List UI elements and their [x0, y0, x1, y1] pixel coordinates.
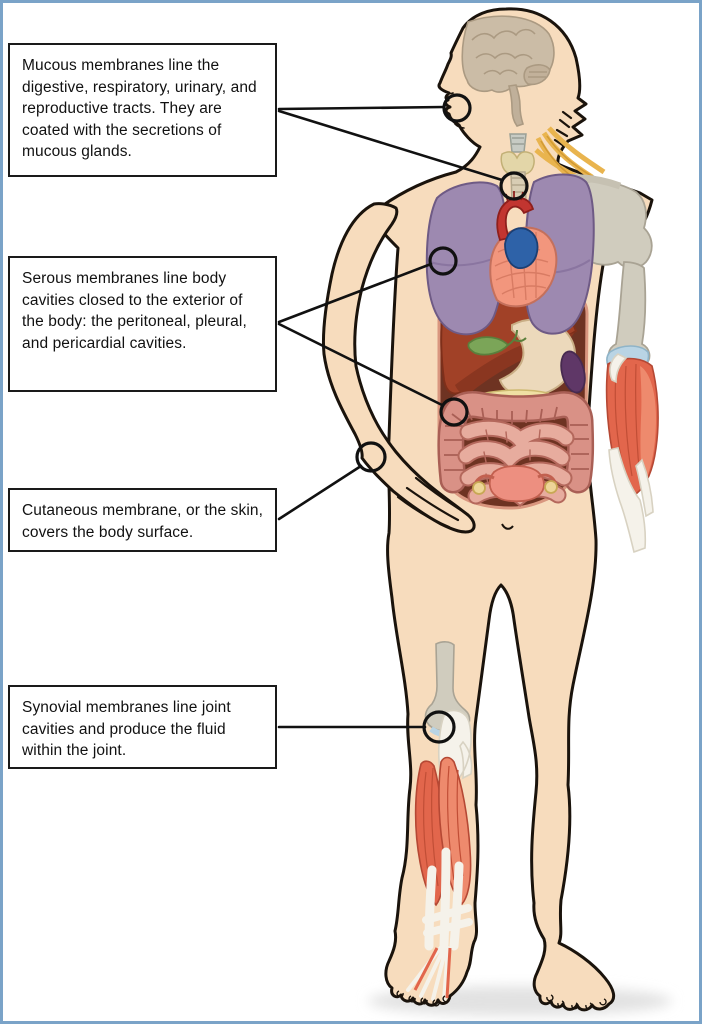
- connector-serous-intestine: [277, 322, 444, 407]
- thyroid-gland: [500, 151, 535, 176]
- marker-mouth-circle: [442, 93, 472, 123]
- ovary-left: [472, 481, 486, 495]
- toe-nails: [396, 990, 607, 1010]
- lung-left: [425, 181, 507, 336]
- connector-mucous-trachea: [277, 109, 504, 182]
- callout-connectors: [277, 105, 504, 729]
- bile-duct: [507, 329, 527, 346]
- connector-serous-lung: [277, 262, 433, 324]
- ovary-right: [544, 480, 558, 494]
- thoracic-organs: [425, 173, 595, 336]
- hair-tufts: [553, 110, 573, 148]
- marker-knee-circle: [422, 710, 456, 744]
- target-markers: [355, 93, 529, 744]
- callout-cutaneous-membrane: Cutaneous membrane, or the skin, covers …: [8, 488, 277, 552]
- navel: [501, 523, 514, 530]
- callout-serous-membranes: Serous membranes line body cavities clos…: [8, 256, 277, 392]
- left-leg-cutaway: [406, 641, 473, 1002]
- marker-trachea-circle: [499, 171, 529, 201]
- cerebellum: [523, 64, 551, 86]
- finger-separators: [396, 476, 466, 529]
- callout-synovial-membranes: Synovial membranes line joint cavities a…: [8, 685, 277, 769]
- marker-lung-circle: [428, 246, 458, 276]
- spleen: [560, 350, 586, 394]
- ankle-retinaculum: [422, 904, 473, 937]
- foot-muscle-strands: [413, 947, 452, 999]
- connector-cutaneous-skin: [277, 464, 363, 521]
- pelvic-organs: [472, 465, 558, 503]
- uterus: [488, 465, 545, 503]
- marker-skin-circle: [355, 441, 387, 473]
- larynx: [509, 133, 527, 153]
- left-arm: [322, 202, 476, 534]
- marker-intestine-circle: [439, 397, 469, 427]
- brain-gyri-lines: [471, 28, 547, 78]
- callout-mucous-membranes: Mucous membranes line the digestive, res…: [8, 43, 277, 177]
- right-arm-cutaway: [605, 345, 659, 554]
- brainstem: [508, 84, 525, 127]
- callout-serous-text: Serous membranes line body cavities clos…: [22, 270, 247, 352]
- face-profile-lines: [445, 91, 465, 129]
- callout-mucous-text: Mucous membranes line the digestive, res…: [22, 57, 257, 160]
- forearm-tendons: [608, 353, 654, 554]
- connector-mucous-mouth: [277, 105, 446, 111]
- calf-striations: [423, 765, 464, 887]
- left-arm-skin: [322, 202, 476, 534]
- large-intestine: [439, 393, 592, 491]
- callout-synovial-text: Synovial membranes line joint cavities a…: [22, 699, 231, 759]
- small-intestine: [457, 419, 575, 507]
- brain-illustration: [461, 15, 555, 127]
- gallbladder: [467, 336, 510, 356]
- callout-cutaneous-text: Cutaneous membrane, or the skin, covers …: [22, 502, 263, 541]
- body-membranes-illustration: [277, 7, 672, 1016]
- forearm-muscle-light: [640, 366, 656, 484]
- fallopian-tubes: [474, 473, 557, 483]
- pulmonary-vessel: [504, 227, 539, 269]
